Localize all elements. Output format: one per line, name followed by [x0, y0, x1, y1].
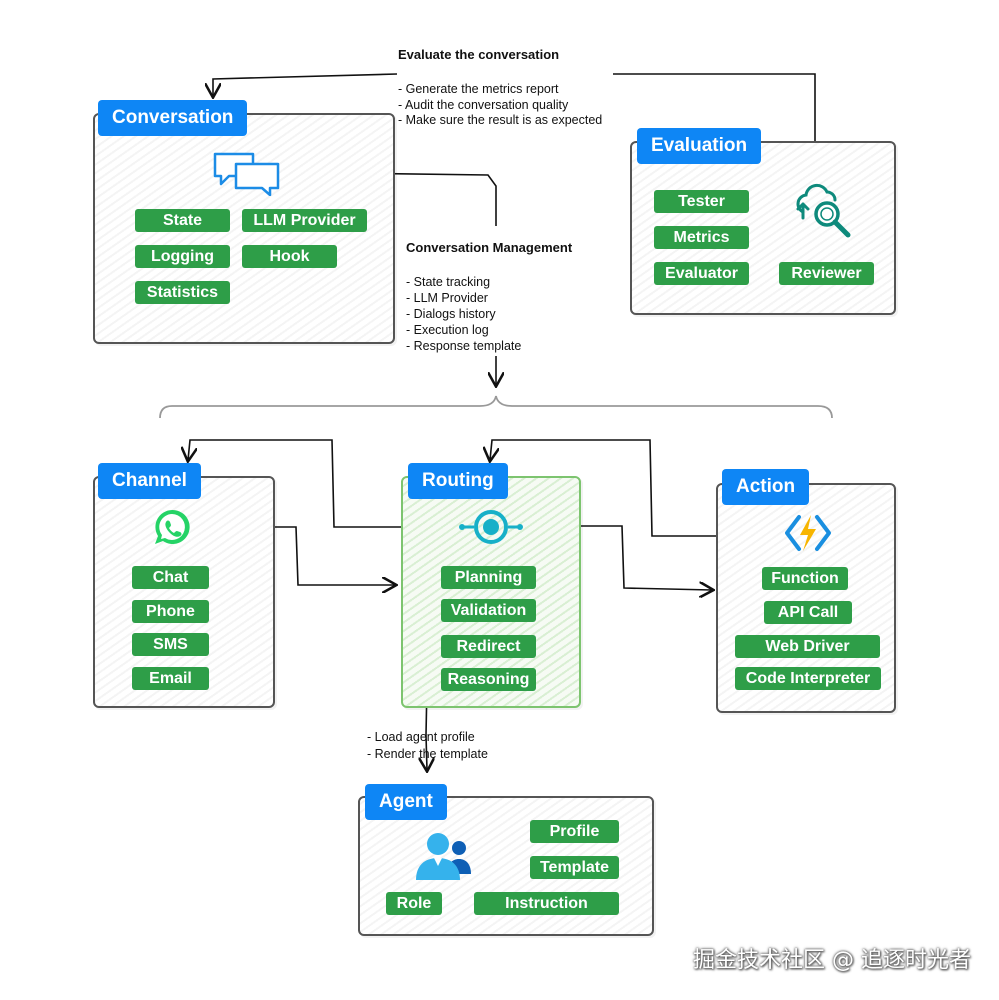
action-chip-code-interpreter: Code Interpreter: [735, 667, 881, 690]
agent-chip-profile: Profile: [530, 820, 619, 843]
evaluate-note-title: Evaluate the conversation: [398, 47, 560, 62]
evaluation-chip-metrics: Metrics: [654, 226, 749, 249]
agent-chip-role: Role: [386, 892, 442, 915]
management-note-title: Conversation Management: [406, 240, 573, 255]
channel-title: Channel: [98, 463, 201, 499]
management-note-item: - Execution log: [406, 323, 489, 337]
routing-chip-reasoning: Reasoning: [441, 668, 536, 691]
users-icon: [416, 833, 471, 880]
evaluation-chip-evaluator: Evaluator: [654, 262, 749, 285]
management-note-item: - Response template: [406, 339, 522, 353]
agent-chip-instruction: Instruction: [474, 892, 619, 915]
agent-note-item: - Render the template: [367, 747, 488, 761]
brace: [159, 395, 833, 419]
management-note-item: - LLM Provider: [406, 291, 488, 305]
action-chip-api-call: API Call: [764, 601, 852, 624]
management-note-item: - Dialogs history: [406, 307, 496, 321]
whatsapp-icon: [155, 509, 190, 544]
routing-chip-redirect: Redirect: [441, 635, 536, 658]
conversation-chip-hook: Hook: [242, 245, 337, 268]
channel-chip-sms: SMS: [132, 633, 209, 656]
azure-function-icon: [785, 515, 831, 551]
chat-bubbles-icon: [213, 152, 280, 196]
evaluate-note-item: - Make sure the result is as expected: [398, 113, 603, 127]
evaluate-note-item: - Audit the conversation quality: [398, 98, 569, 112]
evaluation-chip-tester: Tester: [654, 190, 749, 213]
agent-title: Agent: [365, 784, 447, 820]
action-title: Action: [722, 469, 810, 505]
action-chip-web-driver: Web Driver: [735, 635, 880, 658]
conversation-chip-logging: Logging: [135, 245, 230, 268]
evaluate-note-item: - Generate the metrics report: [398, 82, 559, 96]
conversation-chip-state: State: [135, 209, 230, 232]
conversation-chip-statistics: Statistics: [135, 281, 230, 304]
action-to-routing: [490, 439, 790, 537]
agent-chip-template: Template: [530, 856, 619, 879]
watermark: 掘金技术社区 @ 追逐时光者: [693, 948, 971, 973]
conversation-chip-llm-provider: LLM Provider: [242, 209, 367, 232]
evaluation-chip-reviewer: Reviewer: [779, 262, 874, 285]
routing-chip-validation: Validation: [441, 599, 536, 622]
conversation-title: Conversation: [98, 100, 248, 136]
evaluation-title: Evaluation: [637, 128, 762, 164]
cloud-search-icon: [796, 183, 851, 238]
hub-to-channel: [188, 439, 460, 528]
action-chip-function: Function: [762, 567, 848, 590]
routing-hub-icon: [459, 510, 523, 544]
channel-chip-email: Email: [132, 667, 209, 690]
management-note-item: - State tracking: [406, 275, 491, 289]
routing-title: Routing: [408, 463, 508, 499]
channel-chip-phone: Phone: [132, 600, 209, 623]
channel-chip-chat: Chat: [132, 566, 209, 589]
agent-note-item: - Load agent profile: [367, 730, 475, 744]
routing-chip-planning: Planning: [441, 566, 536, 589]
